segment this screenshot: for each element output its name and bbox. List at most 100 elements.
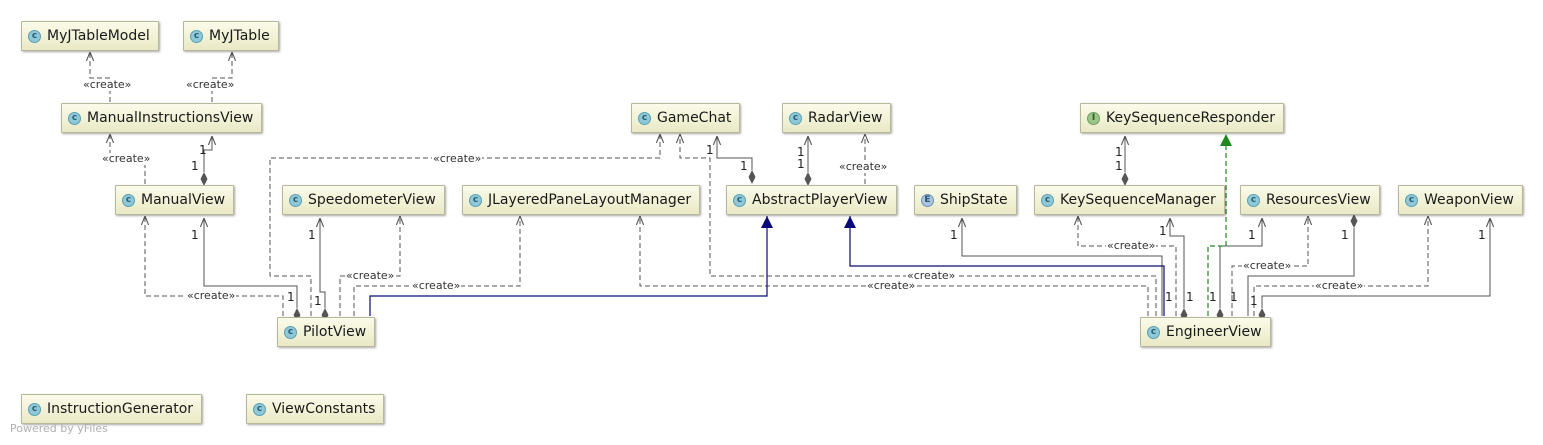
- edge-assoc-resources-back: [1247, 214, 1358, 316]
- edge-create-gamechat-pilot: [269, 134, 660, 316]
- node-label: ResourcesView: [1266, 192, 1371, 208]
- node-label: JLayeredPaneLayoutManager: [488, 192, 692, 208]
- edge-extends-pilot: [369, 216, 773, 316]
- class-icon: c: [68, 111, 81, 125]
- class-icon: c: [284, 325, 297, 339]
- node-label: KeySequenceManager: [1060, 192, 1216, 208]
- node-label: KeySequenceResponder: [1106, 110, 1276, 126]
- edge-assoc-manualview: [204, 218, 297, 308]
- node-myjtablemodel[interactable]: c MyJTableModel: [21, 21, 159, 51]
- edge-assoc-keyseqmgr: [1170, 218, 1184, 308]
- class-icon: c: [253, 402, 266, 416]
- node-engineerview[interactable]: c EngineerView: [1140, 317, 1271, 347]
- class-icon: c: [1405, 193, 1418, 207]
- node-label: MyJTableModel: [47, 28, 150, 44]
- node-myjtable[interactable]: c MyJTable: [183, 21, 279, 51]
- watermark-text: Powered by yFiles: [10, 422, 108, 435]
- class-icon: c: [733, 193, 746, 207]
- create-label: «create»: [345, 269, 396, 282]
- class-icon: c: [28, 29, 41, 43]
- multiplicity-label: 1: [287, 290, 295, 304]
- edge-implements-keyseq: [1207, 134, 1232, 316]
- create-label: «create»: [186, 289, 237, 302]
- edge-create-jlayered: [353, 216, 520, 316]
- class-icon: c: [469, 193, 482, 207]
- enum-icon: E: [921, 193, 934, 207]
- multiplicity-label: 1: [797, 145, 805, 159]
- node-gamechat[interactable]: c GameChat: [631, 103, 741, 133]
- node-resourcesview[interactable]: c ResourcesView: [1240, 185, 1380, 215]
- create-label: «create»: [82, 78, 133, 91]
- create-label: «create»: [432, 152, 483, 165]
- node-label: ViewConstants: [272, 401, 376, 417]
- multiplicity-label: 1: [797, 157, 805, 171]
- node-label: ShipState: [940, 192, 1008, 208]
- node-speedometerview[interactable]: c SpeedometerView: [282, 185, 445, 215]
- edge-create-gamechat-eng: [680, 134, 1157, 316]
- create-label: «create»: [411, 279, 462, 292]
- class-icon: c: [28, 402, 41, 416]
- multiplicity-label: 1: [1250, 294, 1258, 308]
- class-icon: c: [289, 193, 302, 207]
- multiplicity-label: 1: [199, 143, 207, 157]
- multiplicity-label: 1: [1165, 290, 1173, 304]
- class-icon: c: [190, 29, 203, 43]
- node-jlayeredpanelayoutmanager[interactable]: c JLayeredPaneLayoutManager: [462, 185, 701, 215]
- class-icon: c: [1247, 193, 1260, 207]
- node-label: ManualInstructionsView: [87, 110, 254, 126]
- node-manualinstructionsview[interactable]: c ManualInstructionsView: [61, 103, 263, 133]
- multiplicity-label: 1: [1186, 290, 1194, 304]
- node-label: PilotView: [303, 324, 367, 340]
- multiplicity-label: 1: [1159, 224, 1167, 238]
- class-icon: c: [122, 193, 135, 207]
- multiplicity-label: 1: [191, 228, 199, 242]
- node-shipstate[interactable]: E ShipState: [914, 185, 1017, 215]
- edge-create-speedometer: [339, 216, 400, 316]
- edge-extends-engineer: [844, 216, 1165, 316]
- multiplicity-label: 1: [191, 159, 199, 173]
- create-label: «create»: [866, 279, 917, 292]
- edge-assoc-shipstate: [962, 218, 1163, 316]
- class-icon: c: [1147, 325, 1160, 339]
- node-label: InstructionGenerator: [47, 401, 194, 417]
- multiplicity-label: 1: [1341, 228, 1349, 242]
- node-label: MyJTable: [209, 28, 270, 44]
- edge-create-mjtablemodel: [90, 52, 111, 102]
- node-keysequencemanager[interactable]: c KeySequenceManager: [1034, 185, 1225, 215]
- node-radarview[interactable]: c RadarView: [782, 103, 892, 133]
- multiplicity-label: 1: [1230, 290, 1238, 304]
- edge-assoc-manualinstr: [204, 136, 212, 172]
- class-icon: c: [1041, 193, 1054, 207]
- multiplicity-label: 1: [1209, 290, 1217, 304]
- node-abstractplayerview[interactable]: c AbstractPlayerView: [726, 185, 897, 215]
- multiplicity-label: 1: [1115, 159, 1123, 173]
- class-icon: c: [789, 111, 802, 125]
- multiplicity-label: 1: [314, 294, 322, 308]
- node-keysequenceresponder[interactable]: I KeySequenceResponder: [1080, 103, 1285, 133]
- create-label: «create»: [101, 152, 152, 165]
- node-label: SpeedometerView: [308, 192, 436, 208]
- class-icon: c: [638, 111, 651, 125]
- node-label: RadarView: [808, 110, 883, 126]
- create-label: «create»: [185, 78, 236, 91]
- multiplicity-label: 1: [1115, 145, 1123, 159]
- node-pilotview[interactable]: c PilotView: [277, 317, 376, 347]
- multiplicity-label: 1: [1478, 228, 1486, 242]
- node-label: WeaponView: [1424, 192, 1514, 208]
- node-viewconstants[interactable]: c ViewConstants: [246, 394, 385, 424]
- multiplicity-label: 1: [308, 228, 316, 242]
- create-label: «create»: [838, 160, 889, 173]
- node-label: EngineerView: [1166, 324, 1262, 340]
- node-label: AbstractPlayerView: [752, 192, 888, 208]
- create-label: «create»: [1314, 279, 1365, 292]
- multiplicity-label: 1: [950, 228, 958, 242]
- create-label: «create»: [1106, 239, 1157, 252]
- node-label: GameChat: [657, 110, 732, 126]
- multiplicity-label: 1: [740, 159, 748, 173]
- multiplicity-label: 1: [706, 143, 714, 157]
- node-weaponview[interactable]: c WeaponView: [1398, 185, 1523, 215]
- edge-assoc-speedometer: [320, 218, 325, 308]
- node-instructiongenerator[interactable]: c InstructionGenerator: [21, 394, 203, 424]
- node-manualview[interactable]: c ManualView: [115, 185, 235, 215]
